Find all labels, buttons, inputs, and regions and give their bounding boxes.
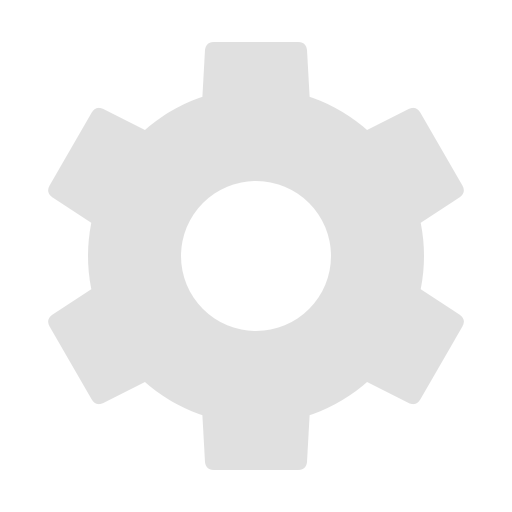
- gear-body: [48, 42, 464, 470]
